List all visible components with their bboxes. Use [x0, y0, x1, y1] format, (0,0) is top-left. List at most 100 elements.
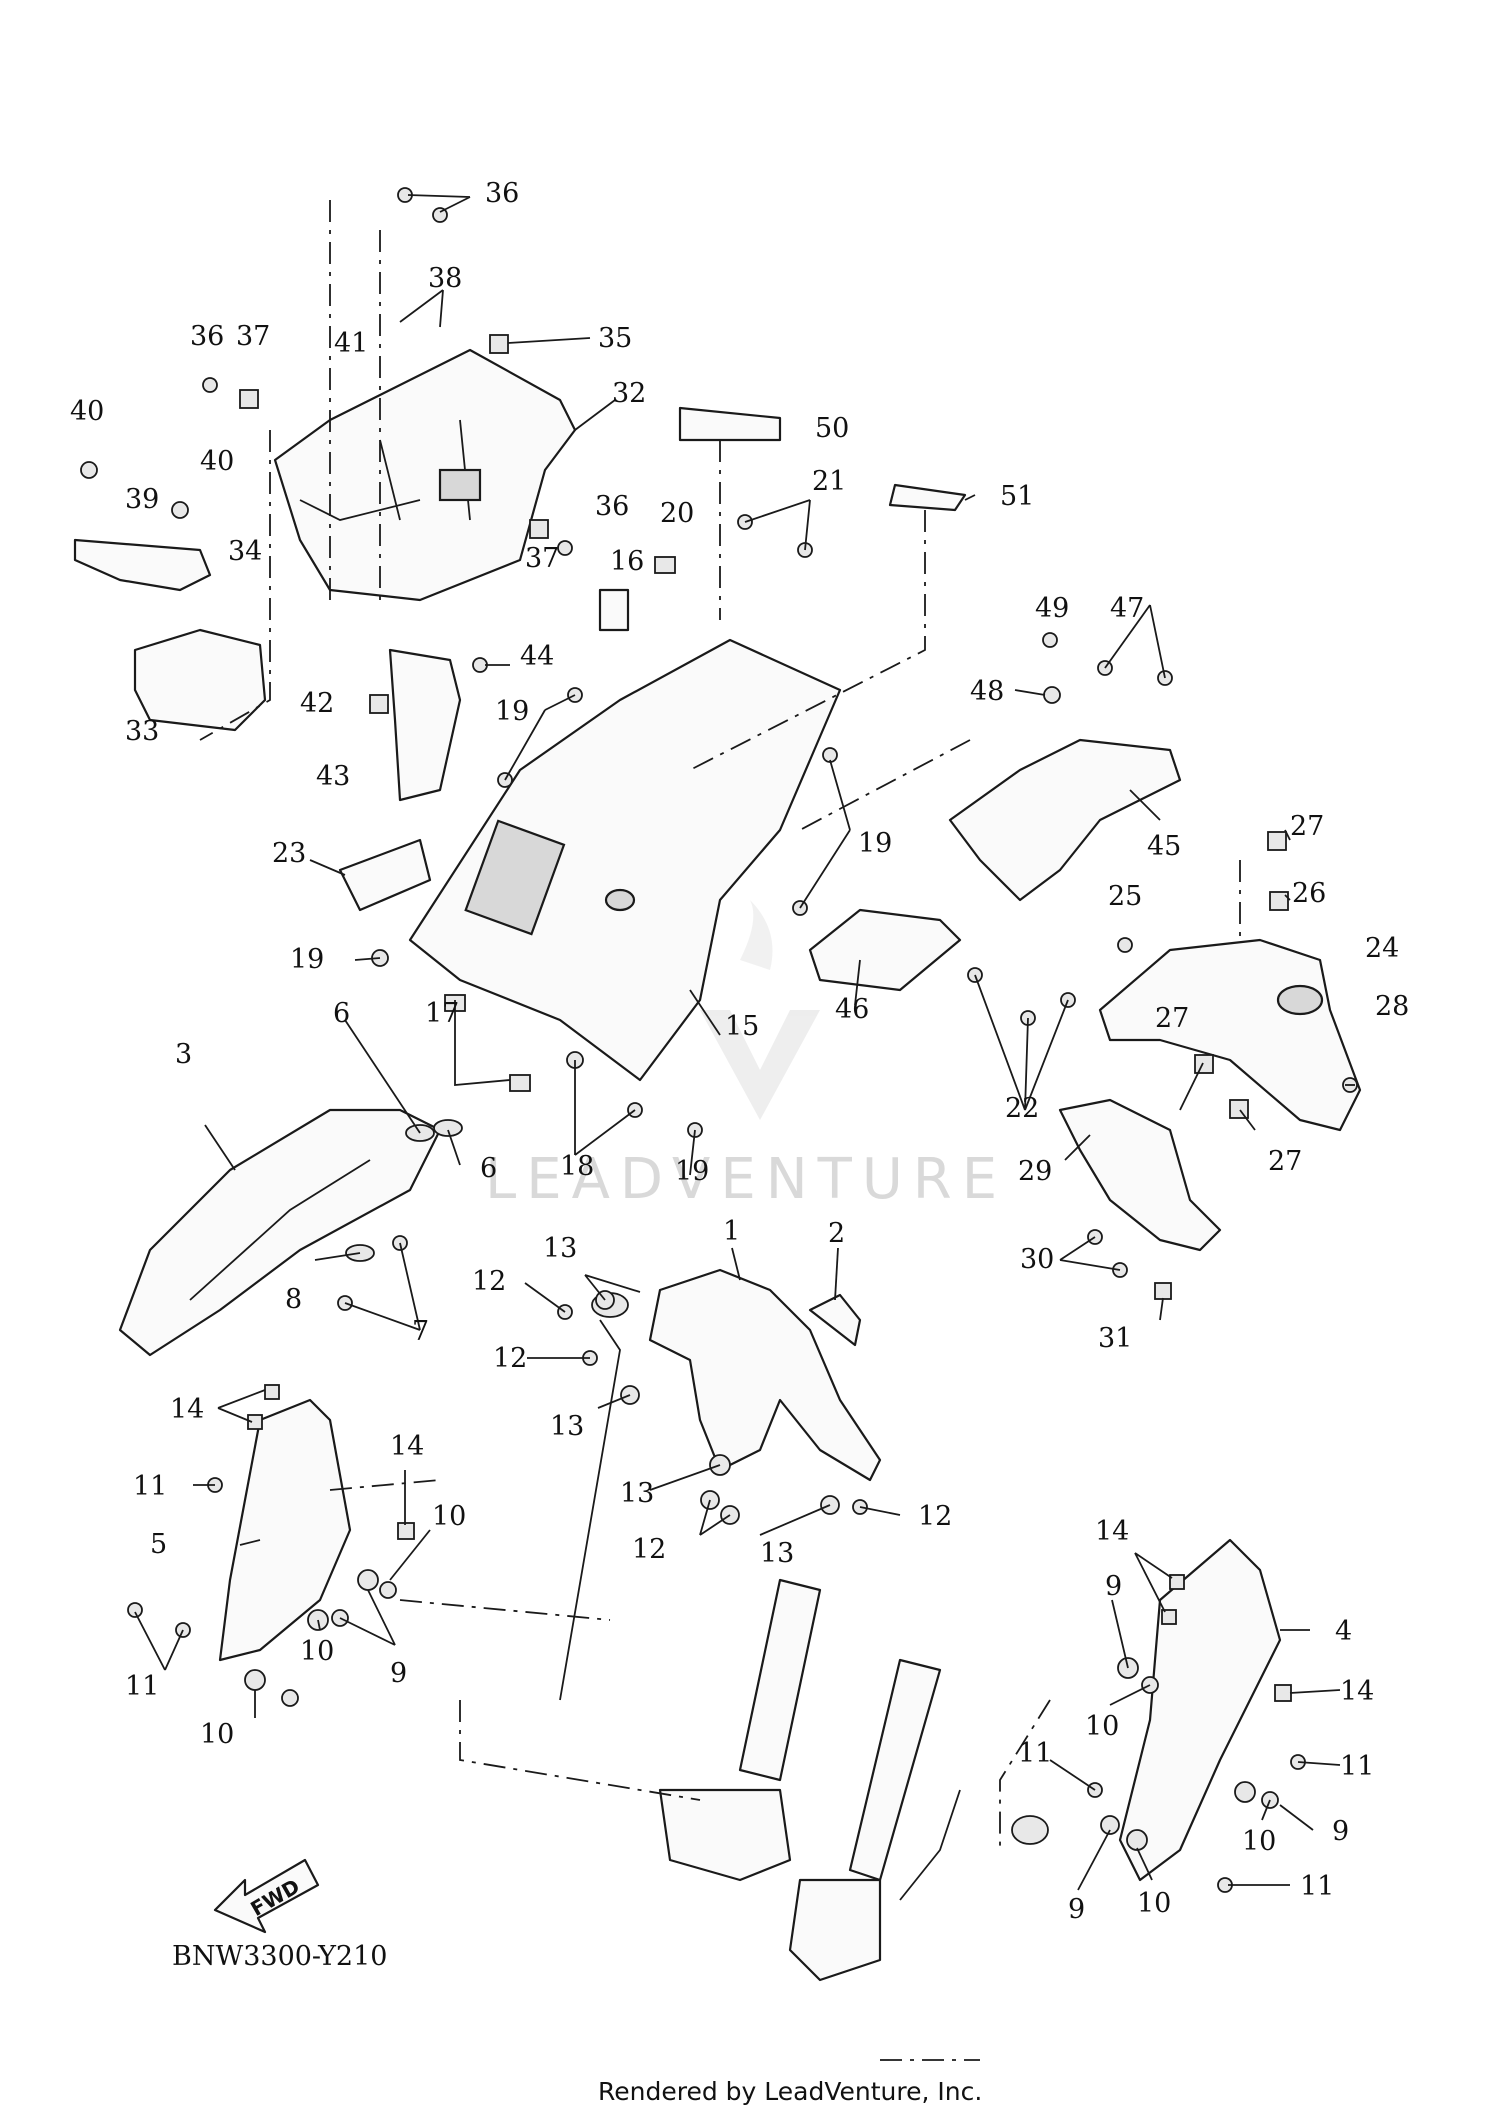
callout-43[interactable]: 43 [316, 761, 350, 792]
callout-11[interactable]: 11 [133, 1471, 167, 1502]
callout-14[interactable]: 14 [1340, 1676, 1374, 1707]
callout-19[interactable]: 19 [858, 828, 892, 859]
callout-27[interactable]: 27 [1155, 1003, 1189, 1034]
callout-10[interactable]: 10 [1085, 1711, 1119, 1742]
callout-14[interactable]: 14 [390, 1431, 424, 1462]
part-50-label[interactable] [678, 406, 782, 442]
callout-10[interactable]: 10 [300, 1636, 334, 1667]
callout-49[interactable]: 49 [1035, 593, 1069, 624]
callout-13[interactable]: 13 [543, 1233, 577, 1264]
part-32-storage-box[interactable] [273, 348, 577, 602]
callout-6[interactable]: 6 [333, 998, 350, 1029]
callout-34[interactable]: 34 [228, 536, 262, 567]
part-46-bracket[interactable] [808, 908, 962, 992]
callout-48[interactable]: 48 [970, 676, 1004, 707]
part-1-fender[interactable] [648, 1268, 882, 1482]
callout-10[interactable]: 10 [432, 1501, 466, 1532]
callout-29[interactable]: 29 [1018, 1156, 1052, 1187]
callout-35[interactable]: 35 [598, 323, 632, 354]
callout-10[interactable]: 10 [200, 1719, 234, 1750]
callout-5[interactable]: 5 [150, 1529, 167, 1560]
callout-24[interactable]: 24 [1365, 933, 1399, 964]
callout-12[interactable]: 12 [472, 1266, 506, 1297]
callout-36[interactable]: 36 [485, 178, 519, 209]
callout-45[interactable]: 45 [1147, 831, 1181, 862]
callout-17[interactable]: 17 [425, 998, 459, 1029]
callout-16[interactable]: 16 [610, 546, 644, 577]
callout-42[interactable]: 42 [300, 688, 334, 719]
callout-33[interactable]: 33 [125, 716, 159, 747]
callout-6[interactable]: 6 [480, 1153, 497, 1184]
part-4-fork-guard[interactable] [1118, 1538, 1282, 1882]
callout-40[interactable]: 40 [70, 396, 104, 427]
callout-50[interactable]: 50 [815, 413, 849, 444]
callout-9[interactable]: 9 [1105, 1571, 1122, 1602]
callout-51[interactable]: 51 [1000, 481, 1034, 512]
callout-12[interactable]: 12 [918, 1501, 952, 1532]
callout-18[interactable]: 18 [560, 1151, 594, 1182]
callout-25[interactable]: 25 [1108, 881, 1142, 912]
part-2-decal[interactable] [808, 1293, 862, 1347]
part-24-rear-fender[interactable] [1098, 938, 1362, 1132]
callout-11[interactable]: 11 [1018, 1738, 1052, 1769]
callout-21[interactable]: 21 [812, 466, 846, 497]
part-51-label[interactable] [888, 483, 967, 512]
callout-36[interactable]: 36 [190, 321, 224, 352]
part-15-rear-inner-fender[interactable] [408, 638, 842, 1082]
callout-8[interactable]: 8 [285, 1284, 302, 1315]
callout-11[interactable]: 11 [1300, 1871, 1334, 1902]
callout-22[interactable]: 22 [1005, 1093, 1039, 1124]
part-45-tail-bracket[interactable] [948, 738, 1182, 902]
part-39-bracket[interactable] [73, 538, 212, 592]
callout-19[interactable]: 19 [675, 1156, 709, 1187]
callout-27[interactable]: 27 [1290, 811, 1324, 842]
part-29-license-bracket[interactable] [1058, 1098, 1222, 1252]
callout-38[interactable]: 38 [428, 263, 462, 294]
callout-19[interactable]: 19 [495, 696, 529, 727]
callout-26[interactable]: 26 [1292, 878, 1326, 909]
callout-32[interactable]: 32 [612, 378, 646, 409]
part-23-pad[interactable] [338, 838, 432, 912]
callout-14[interactable]: 14 [170, 1394, 204, 1425]
callout-11[interactable]: 11 [1340, 1751, 1374, 1782]
callout-41[interactable]: 41 [334, 328, 368, 359]
callout-9[interactable]: 9 [1332, 1816, 1349, 1847]
callout-10[interactable]: 10 [1137, 1888, 1171, 1919]
callout-27[interactable]: 27 [1268, 1146, 1302, 1177]
callout-20[interactable]: 20 [660, 498, 694, 529]
callout-13[interactable]: 13 [550, 1411, 584, 1442]
callout-37[interactable]: 37 [236, 321, 270, 352]
callout-11[interactable]: 11 [125, 1671, 159, 1702]
callout-30[interactable]: 30 [1020, 1244, 1054, 1275]
part-16-clip[interactable] [598, 588, 630, 632]
callout-1[interactable]: 1 [723, 1216, 740, 1247]
callout-7[interactable]: 7 [412, 1316, 429, 1347]
callout-2[interactable]: 2 [828, 1218, 845, 1249]
part-43-guard[interactable] [388, 648, 462, 802]
callout-4[interactable]: 4 [1335, 1616, 1352, 1647]
part-5-fork-guard[interactable] [218, 1398, 352, 1662]
callout-9[interactable]: 9 [390, 1658, 407, 1689]
callout-39[interactable]: 39 [125, 484, 159, 515]
callout-12[interactable]: 12 [493, 1343, 527, 1374]
callout-9[interactable]: 9 [1068, 1894, 1085, 1925]
callout-3[interactable]: 3 [175, 1039, 192, 1070]
callout-10[interactable]: 10 [1242, 1826, 1276, 1857]
callout-46[interactable]: 46 [835, 994, 869, 1025]
callout-36[interactable]: 36 [595, 491, 629, 522]
callout-44[interactable]: 44 [520, 641, 554, 672]
callout-37[interactable]: 37 [525, 543, 559, 574]
callout-15[interactable]: 15 [725, 1011, 759, 1042]
part-33-battery-tray[interactable] [133, 628, 267, 732]
callout-31[interactable]: 31 [1098, 1323, 1132, 1354]
callout-19[interactable]: 19 [290, 944, 324, 975]
callout-47[interactable]: 47 [1110, 593, 1144, 624]
callout-40[interactable]: 40 [200, 446, 234, 477]
callout-13[interactable]: 13 [620, 1478, 654, 1509]
callout-28[interactable]: 28 [1375, 991, 1409, 1022]
callout-23[interactable]: 23 [272, 838, 306, 869]
callout-14[interactable]: 14 [1095, 1516, 1129, 1547]
callout-12[interactable]: 12 [632, 1534, 666, 1565]
part-3-front-fender[interactable] [118, 1108, 442, 1357]
callout-13[interactable]: 13 [760, 1538, 794, 1569]
